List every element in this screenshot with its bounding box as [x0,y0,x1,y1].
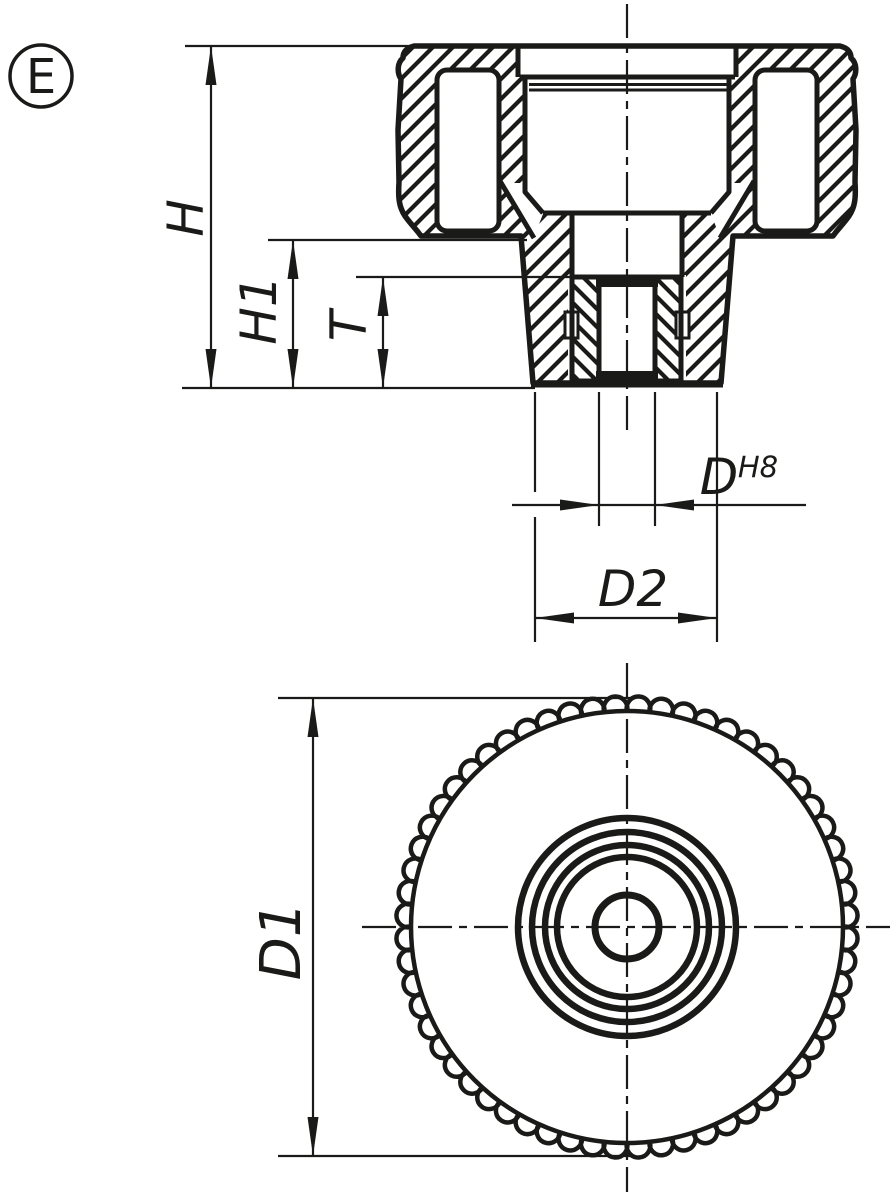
cone-edge-right [717,179,757,240]
section-view [395,4,859,437]
view-label-text: E [26,49,56,105]
section-dimensions [182,44,806,642]
recess-outline [515,48,739,277]
view-label-e: E [8,43,74,109]
thread-band-bottom [596,371,658,381]
dim-label-d-tolerance: H8 [738,450,778,484]
plan-view [362,663,890,1192]
dim-D1-arrow-down [307,1117,319,1156]
dim-D2-arrow-left [535,612,574,624]
dim-H1 [268,238,527,388]
dim-label-d2: D2 [598,560,668,618]
dim-H-arrow-up [205,46,217,85]
dim-D [512,392,806,526]
dim-label-h: H [157,199,215,237]
dim-D1-arrow-up [307,698,319,737]
cone-edge-left [497,179,537,240]
dim-label-d: D [700,448,739,506]
dim-D-arrow-right [655,499,694,511]
view-label-circle [8,43,74,109]
pocket-left-outline [434,67,502,234]
dim-label-t: T [320,307,378,341]
body-hatch [398,46,856,384]
dim-D2-arrow-right [678,612,717,624]
insert-hatch [572,277,681,381]
dim-H-arrow-down [205,349,217,388]
dim-H1-arrow-up [287,240,299,279]
dim-label-d1: D1 [249,902,314,981]
pocket-right-outline [752,67,820,234]
dim-T-arrow-down [377,349,389,388]
dim-H1-arrow-down [287,349,299,388]
dim-D1 [278,696,633,1158]
dim-H [182,44,535,390]
thread-band-top [596,276,658,287]
dim-D-arrow-left [560,499,599,511]
dim-D2 [533,392,719,642]
dim-T [356,275,575,388]
dim-T-arrow-up [377,277,389,316]
dim-label-h1: H1 [230,275,288,344]
